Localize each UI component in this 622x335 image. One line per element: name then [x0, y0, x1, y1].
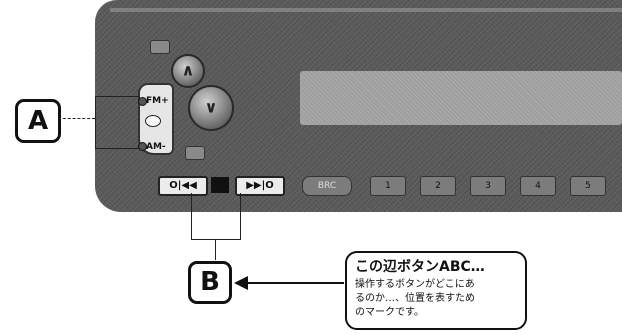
callout-title: この辺ボタンABC…: [355, 259, 485, 275]
up-button[interactable]: ∧: [171, 54, 205, 88]
marker-a-bracket-bottom: [95, 148, 140, 149]
seek-forward-button[interactable]: ▶▶|O: [235, 176, 285, 196]
preset-button-1[interactable]: 1: [370, 176, 406, 196]
marker-b-leader: [215, 240, 216, 260]
arrow-left-icon: [234, 276, 248, 290]
fm-indicator-dot: [138, 97, 147, 106]
panel-top-edge: [110, 8, 622, 12]
menu-button[interactable]: [150, 40, 170, 54]
seek-back-button[interactable]: O|◀◀: [158, 176, 208, 196]
marker-a-bracket-top: [95, 96, 140, 97]
preset-button-5[interactable]: 5: [570, 176, 606, 196]
fm-label: FM+: [146, 96, 169, 106]
arrow-line: [246, 282, 344, 284]
explanation-callout: この辺ボタンABC… 操作するボタンがどこにあ るのか…、位置を表すため のマー…: [345, 251, 527, 330]
chevron-down-icon: ∨: [204, 97, 218, 117]
brc-button[interactable]: BRC: [302, 176, 352, 196]
am-indicator-dot: [138, 142, 147, 151]
preset-button-3[interactable]: 3: [470, 176, 506, 196]
am-label: AM-: [146, 142, 166, 152]
callout-line-1: 操作するボタンがどこにあ: [355, 279, 475, 290]
display-screen: [300, 71, 622, 125]
marker-a: A: [15, 99, 61, 143]
marker-b-bracket-left: [191, 193, 192, 240]
marker-a-bracket: [95, 96, 96, 149]
band-button-oval: [145, 115, 161, 127]
marker-b-bracket-bottom: [191, 239, 241, 240]
center-button[interactable]: [211, 177, 229, 193]
preset-button-2[interactable]: 2: [420, 176, 456, 196]
preset-button-4[interactable]: 4: [520, 176, 556, 196]
aux-button[interactable]: [185, 146, 205, 160]
callout-body: 操作するボタンがどこにあ るのか…、位置を表すため のマークです。: [355, 278, 517, 320]
down-button[interactable]: ∨: [188, 85, 234, 131]
marker-b: B: [188, 261, 232, 304]
callout-line-2: るのか…、位置を表すため: [355, 293, 475, 304]
marker-a-leader: [58, 118, 95, 119]
callout-line-3: のマークです。: [355, 307, 424, 318]
chevron-up-icon: ∧: [181, 60, 195, 80]
marker-b-bracket-right: [240, 193, 241, 240]
